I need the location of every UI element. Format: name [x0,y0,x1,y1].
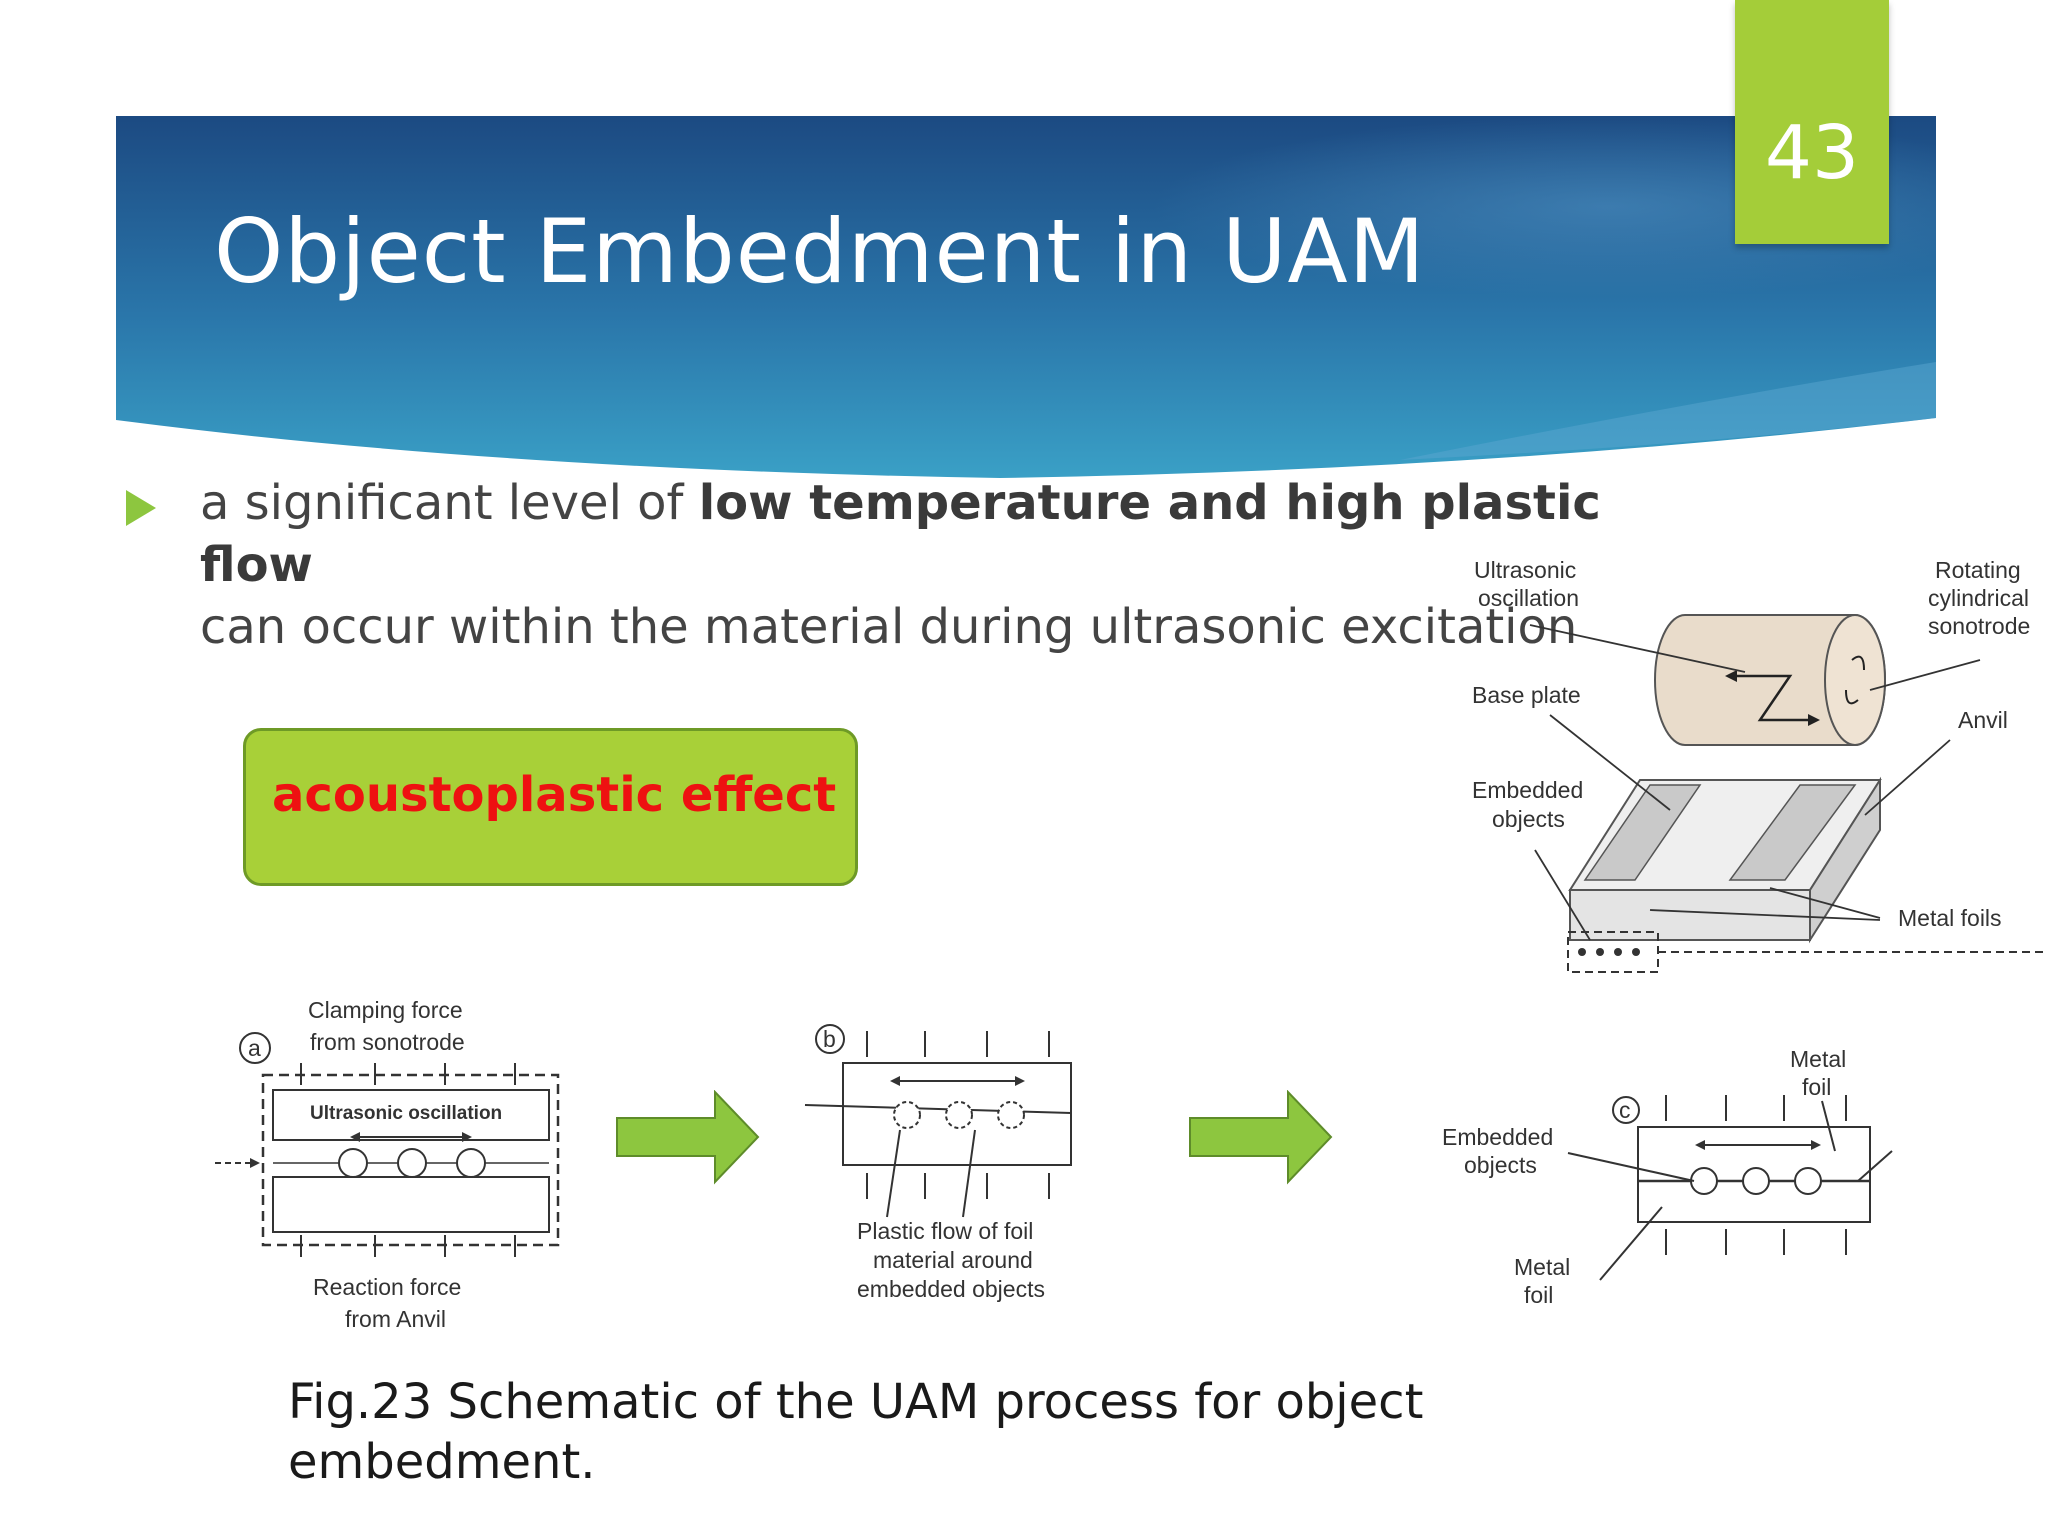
label-embedded-1: Embedded [1472,777,1583,803]
panel-c-metal-2: foil [1802,1074,1831,1100]
label-rotating-2: cylindrical [1928,585,2029,611]
caption-line-1: Fig.23 Schematic of the UAM process for … [288,1374,1424,1430]
panel-b-schematic: b Plastic flow of foil material around e… [804,1024,1072,1302]
label-ultrasonic-2: oscillation [1478,585,1579,611]
process-arrow-1-icon [616,1090,760,1185]
panel-a-reaction-1: Reaction force [313,1274,461,1300]
panel-c-letter: c [1619,1097,1631,1123]
bullet-prefix: a significant level of [200,475,699,531]
bullet-text: a significant level of low temperature a… [200,472,1620,658]
label-metal-foils: Metal foils [1898,905,2002,931]
caption-line-2: embedment. [288,1434,596,1490]
page-number: 43 [1764,110,1860,196]
label-rotating-3: sonotrode [1928,613,2030,639]
page-number-badge: 43 [1735,0,1889,244]
panel-b-plastic-3: embedded objects [857,1276,1045,1302]
panel-a-clamping-2: from sonotrode [310,1029,465,1055]
label-embedded-2: objects [1492,806,1565,832]
label-base-plate: Base plate [1472,682,1581,708]
panel-b-plastic-2: material around [873,1247,1033,1273]
uam-main-schematic: Ultrasonic oscillation Rotating cylindri… [1472,557,2048,973]
panel-c-metal2-2: foil [1524,1282,1553,1308]
slide-title: Object Embedment in UAM [214,200,1426,303]
panel-a-clamping-1: Clamping force [308,997,463,1023]
panel-b-letter: b [823,1026,836,1052]
panel-c-metal-1: Metal [1790,1046,1846,1072]
panel-c-schematic: Metal foil c Embedded objects Metal foil [1442,1046,1893,1308]
acoustoplastic-effect-label: acoustoplastic effect [272,767,837,823]
bullet-suffix: can occur within the material during ult… [200,599,1578,655]
label-ultrasonic-1: Ultrasonic [1474,557,1576,583]
label-anvil: Anvil [1958,707,2008,733]
label-rotating-1: Rotating [1935,557,2021,583]
panel-c-embedded-2: objects [1464,1152,1537,1178]
header-band [116,116,1936,478]
bullet-arrow-icon [126,490,156,526]
figure-caption: Fig.23 Schematic of the UAM process for … [288,1372,1488,1492]
panel-c-embedded-1: Embedded [1442,1124,1553,1150]
acoustoplastic-effect-box: acoustoplastic effect [243,728,858,886]
panel-c-metal2-1: Metal [1514,1254,1570,1280]
panel-a-reaction-2: from Anvil [345,1306,446,1332]
panel-a-ultrasonic: Ultrasonic oscillation [310,1103,502,1124]
panel-a-letter: a [248,1035,261,1061]
process-arrow-2-icon [1189,1090,1333,1185]
bullet-bold: low temperature and high plastic flow [200,475,1601,593]
panel-b-plastic-1: Plastic flow of foil [857,1218,1033,1244]
panel-a-schematic: a Clamping force from sonotrode Ultrason… [215,997,560,1332]
